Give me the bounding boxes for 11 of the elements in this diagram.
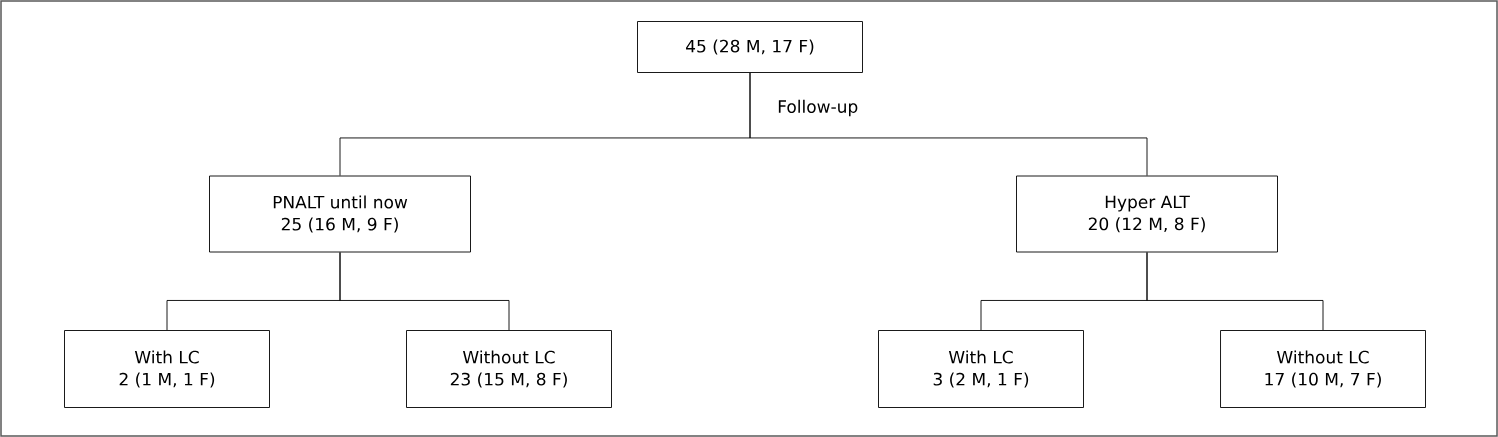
node-box: Without LC 23 (15 M, 8 F) <box>406 330 612 408</box>
annotation-text: Follow-up <box>778 99 858 117</box>
node-box: Without LC 17 (10 M, 7 F) <box>1220 330 1426 408</box>
node-box: 45 (28 M, 17 F) <box>637 21 863 73</box>
node-box: Hyper ALT 20 (12 M, 8 F) <box>1016 175 1278 253</box>
node-box: PNALT until now 25 (16 M, 9 F) <box>209 175 471 253</box>
connector-line <box>339 252 510 331</box>
node-box: With LC 3 (2 M, 1 F) <box>878 330 1084 408</box>
connector-line <box>1146 252 1324 331</box>
node-box: With LC 2 (1 M, 1 F) <box>64 330 270 408</box>
connector-line <box>749 72 1148 176</box>
